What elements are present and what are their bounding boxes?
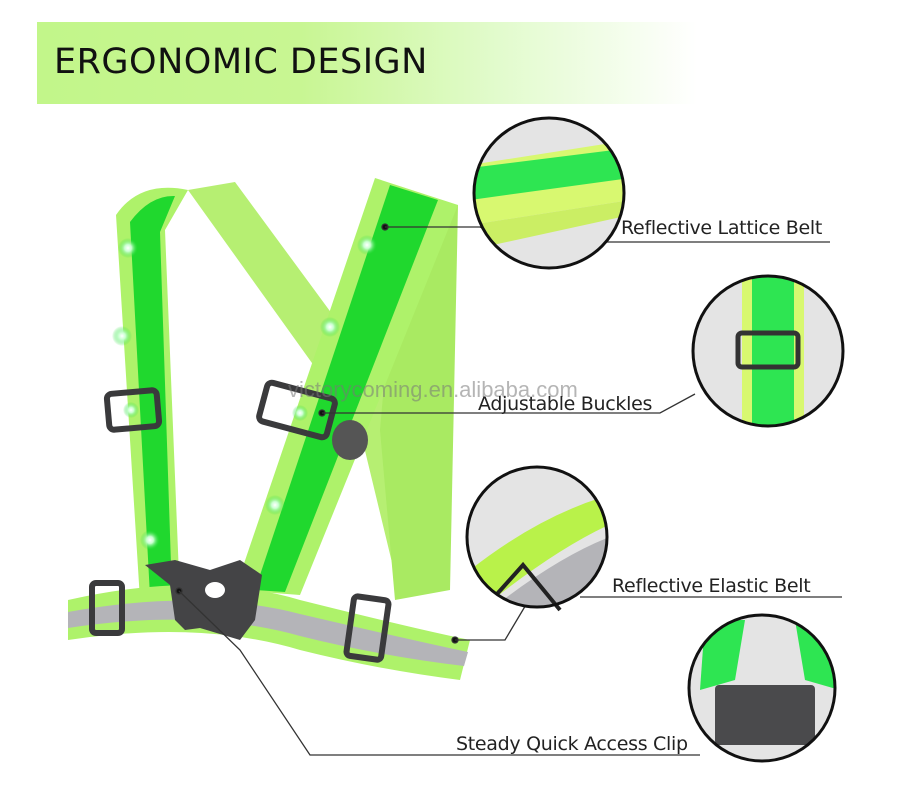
banner-title: ERGONOMIC DESIGN [54,42,428,82]
callout-label-quick-access-clip: Steady Quick Access Clip [456,733,688,755]
callout-label-elastic-belt: Reflective Elastic Belt [612,575,811,597]
watermark: victorycoming.en.alibaba.com [288,377,578,402]
waist-slide-left [89,580,125,636]
waist-slide-right [343,593,392,663]
waist-belt [68,585,470,680]
left-shoulder-buckle [103,387,163,433]
title-banner: ERGONOMIC DESIGN [37,22,697,104]
quick-release-clip [145,560,262,640]
buckle-closeup-icon [691,274,845,428]
left-strap [112,187,188,600]
callout-label-lattice-belt: Reflective Lattice Belt [621,217,822,239]
callout-label-adjustable-buckles: Adjustable Buckles [478,393,653,415]
right-strap [235,178,458,595]
clip-closeup-icon [687,613,837,763]
lattice-belt-closeup-icon [472,116,626,270]
elastic-belt-closeup-icon [465,465,609,612]
battery-pack [332,420,368,460]
right-shoulder-buckle [256,379,338,441]
